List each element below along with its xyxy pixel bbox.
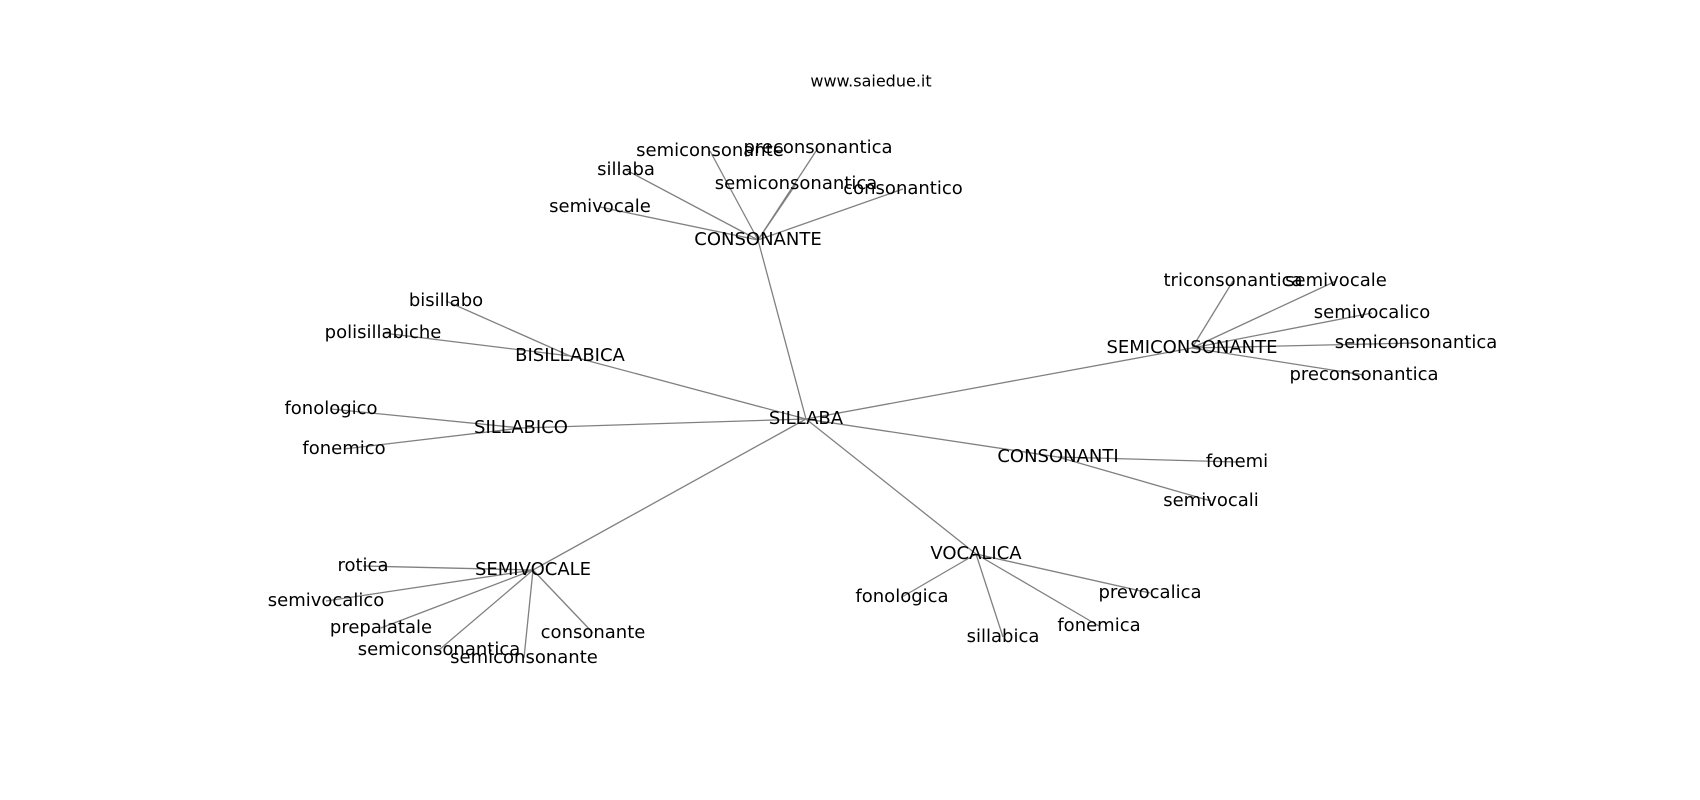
leaf-node-label-preconsonantica: preconsonantica [743,137,892,158]
edge-vocalica-prevocalica [975,553,1151,594]
edge-semiconsonante-preconsonantica [1191,347,1365,376]
hub-node-label-consonante: CONSONANTE [694,229,821,250]
leaf-node-label-fonologico: fonologico [284,398,377,419]
edge-semivocale-semiconsonante [523,569,534,659]
leaf-node-label-fonemica: fonemica [1057,615,1140,636]
edge-semiconsonante-semivocalico [1191,312,1373,349]
edge-semivocale-semivocalico [325,569,534,602]
edge-vocalica-sillabica [975,553,1004,638]
hub-node-label-consonanti: CONSONANTI [997,446,1118,467]
leaf-node-label-sillabica: sillabica [967,626,1040,647]
edge-consonante-semiconsonante [709,150,759,241]
edge-semiconsonante-semiconsonantica [1191,342,1417,349]
edge-semivocale-semiconsonantica [438,569,534,651]
leaf-node-label-polisillabiche: polisillabiche [325,322,442,343]
edge-bisillabica-polisillabiche [382,332,571,357]
leaf-node-label-semivocalico: semivocalico [1314,302,1431,323]
leaf-node-label-preconsonantica: preconsonantica [1289,364,1438,385]
watermark-text: www.saiedue.it [810,72,931,91]
leaf-node-label-semiconsonantica: semiconsonantica [715,173,878,194]
leaf-node-label-semivocalico: semivocalico [268,590,385,611]
hub-node-label-semivocale: SEMIVOCALE [475,559,591,580]
edge-semiconsonante-triconsonantica [1191,280,1234,349]
leaf-node-label-semivocale: semivocale [549,196,651,217]
leaf-node-label-semiconsonante: semiconsonante [636,140,784,161]
edge-semivocale-prepalatale [380,569,534,629]
hub-node-label-sillabico: SILLABICO [474,417,568,438]
edge-vocalica-fonologica [901,553,977,598]
leaf-node-label-prevocalica: prevocalica [1098,582,1201,603]
leaf-node-label-fonologica: fonologica [855,586,948,607]
edge-consonante-sillaba [625,169,759,241]
edge-consonante-semivocale [599,206,759,241]
center-node-label: SILLABA [769,408,844,429]
edge-semivocale-consonante [532,569,594,634]
leaf-node-label-sillaba: sillaba [597,159,655,180]
leaf-node-label-fonemi: fonemi [1206,451,1268,472]
edge-center-bisillabica [569,355,807,420]
edge-sillabico-fonemico [343,427,522,450]
edge-vocalica-fonemica [975,553,1100,627]
edge-center-consonante [757,239,807,420]
leaf-node-label-triconsonantica: triconsonantica [1164,270,1303,291]
edge-consonante-semiconsonantica [757,183,797,241]
edge-semiconsonante-semivocale [1191,280,1337,349]
leaf-node-label-semiconsonantica: semiconsonantica [1335,332,1498,353]
edge-consonanti-semivocali [1057,456,1212,502]
edge-layer [325,147,1417,659]
edge-consonanti-fonemi [1057,456,1238,463]
edge-semivocale-rotica [362,565,534,571]
edge-center-semiconsonante [805,347,1193,420]
hub-node-label-vocalica: VOCALICA [930,543,1022,564]
leaf-node-label-semivocali: semivocali [1163,490,1259,511]
edge-center-semivocale [532,418,807,571]
edge-consonante-consonantico [757,188,904,241]
edge-center-vocalica [805,418,977,555]
leaf-node-label-rotica: rotica [337,555,388,576]
leaf-node-label-prepalatale: prepalatale [330,617,432,638]
hub-node-label-bisillabica: BISILLABICA [515,345,625,366]
leaf-node-label-semiconsonantica: semiconsonantica [358,639,521,660]
label-layer: SILLABACONSONANTEsemiconsonantepreconson… [268,137,1498,668]
hub-node-label-semiconsonante: SEMICONSONANTE [1106,337,1277,358]
edge-sillabico-fonologico [330,408,522,429]
edge-center-sillabico [520,418,807,429]
leaf-node-label-consonante: consonante [541,622,646,643]
leaf-node-label-bisillabo: bisillabo [409,290,483,311]
leaf-node-label-semiconsonante: semiconsonante [450,647,598,668]
edge-center-consonanti [805,418,1059,458]
leaf-node-label-consonantico: consonantico [843,178,963,199]
edge-bisillabica-bisillabo [445,300,571,357]
leaf-node-label-semivocale: semivocale [1285,270,1387,291]
leaf-node-label-fonemico: fonemico [302,438,385,459]
